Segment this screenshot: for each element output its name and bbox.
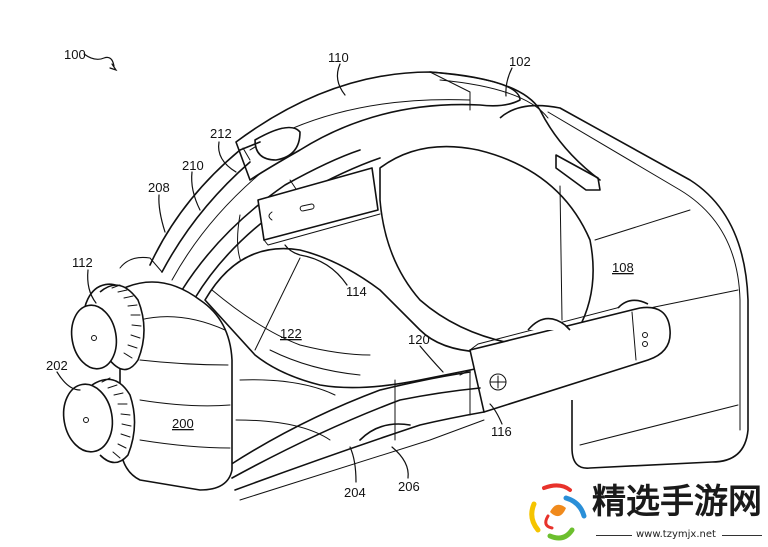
label-200: 200 (172, 416, 194, 431)
front-housing (379, 104, 749, 469)
watermark-url: www.tzymjx.net (636, 529, 716, 540)
label-122: 122 (280, 326, 302, 341)
reference-labels: 100 110 102 212 210 208 114 112 122 108 … (46, 47, 634, 500)
top-strap (235, 71, 601, 181)
label-202: 202 (46, 358, 68, 373)
leader-112 (87, 269, 97, 304)
leader-lines (56, 53, 513, 483)
leader-206 (391, 446, 409, 479)
watermark-rule-left (596, 535, 632, 536)
leader-100 (83, 53, 115, 67)
label-100: 100 (64, 47, 86, 62)
label-114: 114 (346, 284, 367, 299)
side-arm (469, 299, 671, 413)
label-102: 102 (509, 54, 531, 69)
leader-212 (218, 141, 237, 173)
watermark: 精选手游网 www.tzymjx.net (526, 482, 766, 547)
label-206: 206 (398, 479, 420, 494)
label-108: 108 (612, 260, 634, 275)
watermark-rule-right (722, 535, 762, 536)
leader-114 (284, 244, 348, 286)
label-112: 112 (72, 255, 93, 270)
label-110: 110 (328, 50, 349, 65)
logo-swirl-green (547, 527, 575, 541)
logo-swirl-red-inner (544, 514, 554, 530)
leader-204 (349, 446, 357, 483)
logo-swirl-yellow (529, 501, 541, 533)
leader-110 (336, 63, 346, 96)
label-204: 204 (344, 485, 366, 500)
watermark-logo-icon (529, 483, 587, 541)
leader-208 (158, 194, 166, 233)
logo-swirl-blue (563, 495, 587, 519)
label-208: 208 (148, 180, 170, 195)
arrowhead-100 (109, 63, 118, 72)
label-212: 212 (210, 126, 232, 141)
knob-upper (70, 283, 145, 371)
leader-102 (505, 67, 513, 97)
label-116: 116 (491, 424, 512, 439)
leader-210 (191, 171, 201, 211)
knob-lower (62, 377, 136, 464)
leader-120 (419, 345, 444, 373)
label-210: 210 (182, 158, 204, 173)
rear-pad (119, 257, 336, 491)
logo-swirl-red (542, 483, 572, 492)
watermark-site-name: 精选手游网 (592, 482, 762, 522)
lower-rear-straps (229, 369, 485, 501)
leader-116 (489, 403, 503, 425)
label-120: 120 (408, 332, 430, 347)
logo-center-orange (550, 504, 566, 517)
leader-202 (56, 371, 81, 391)
